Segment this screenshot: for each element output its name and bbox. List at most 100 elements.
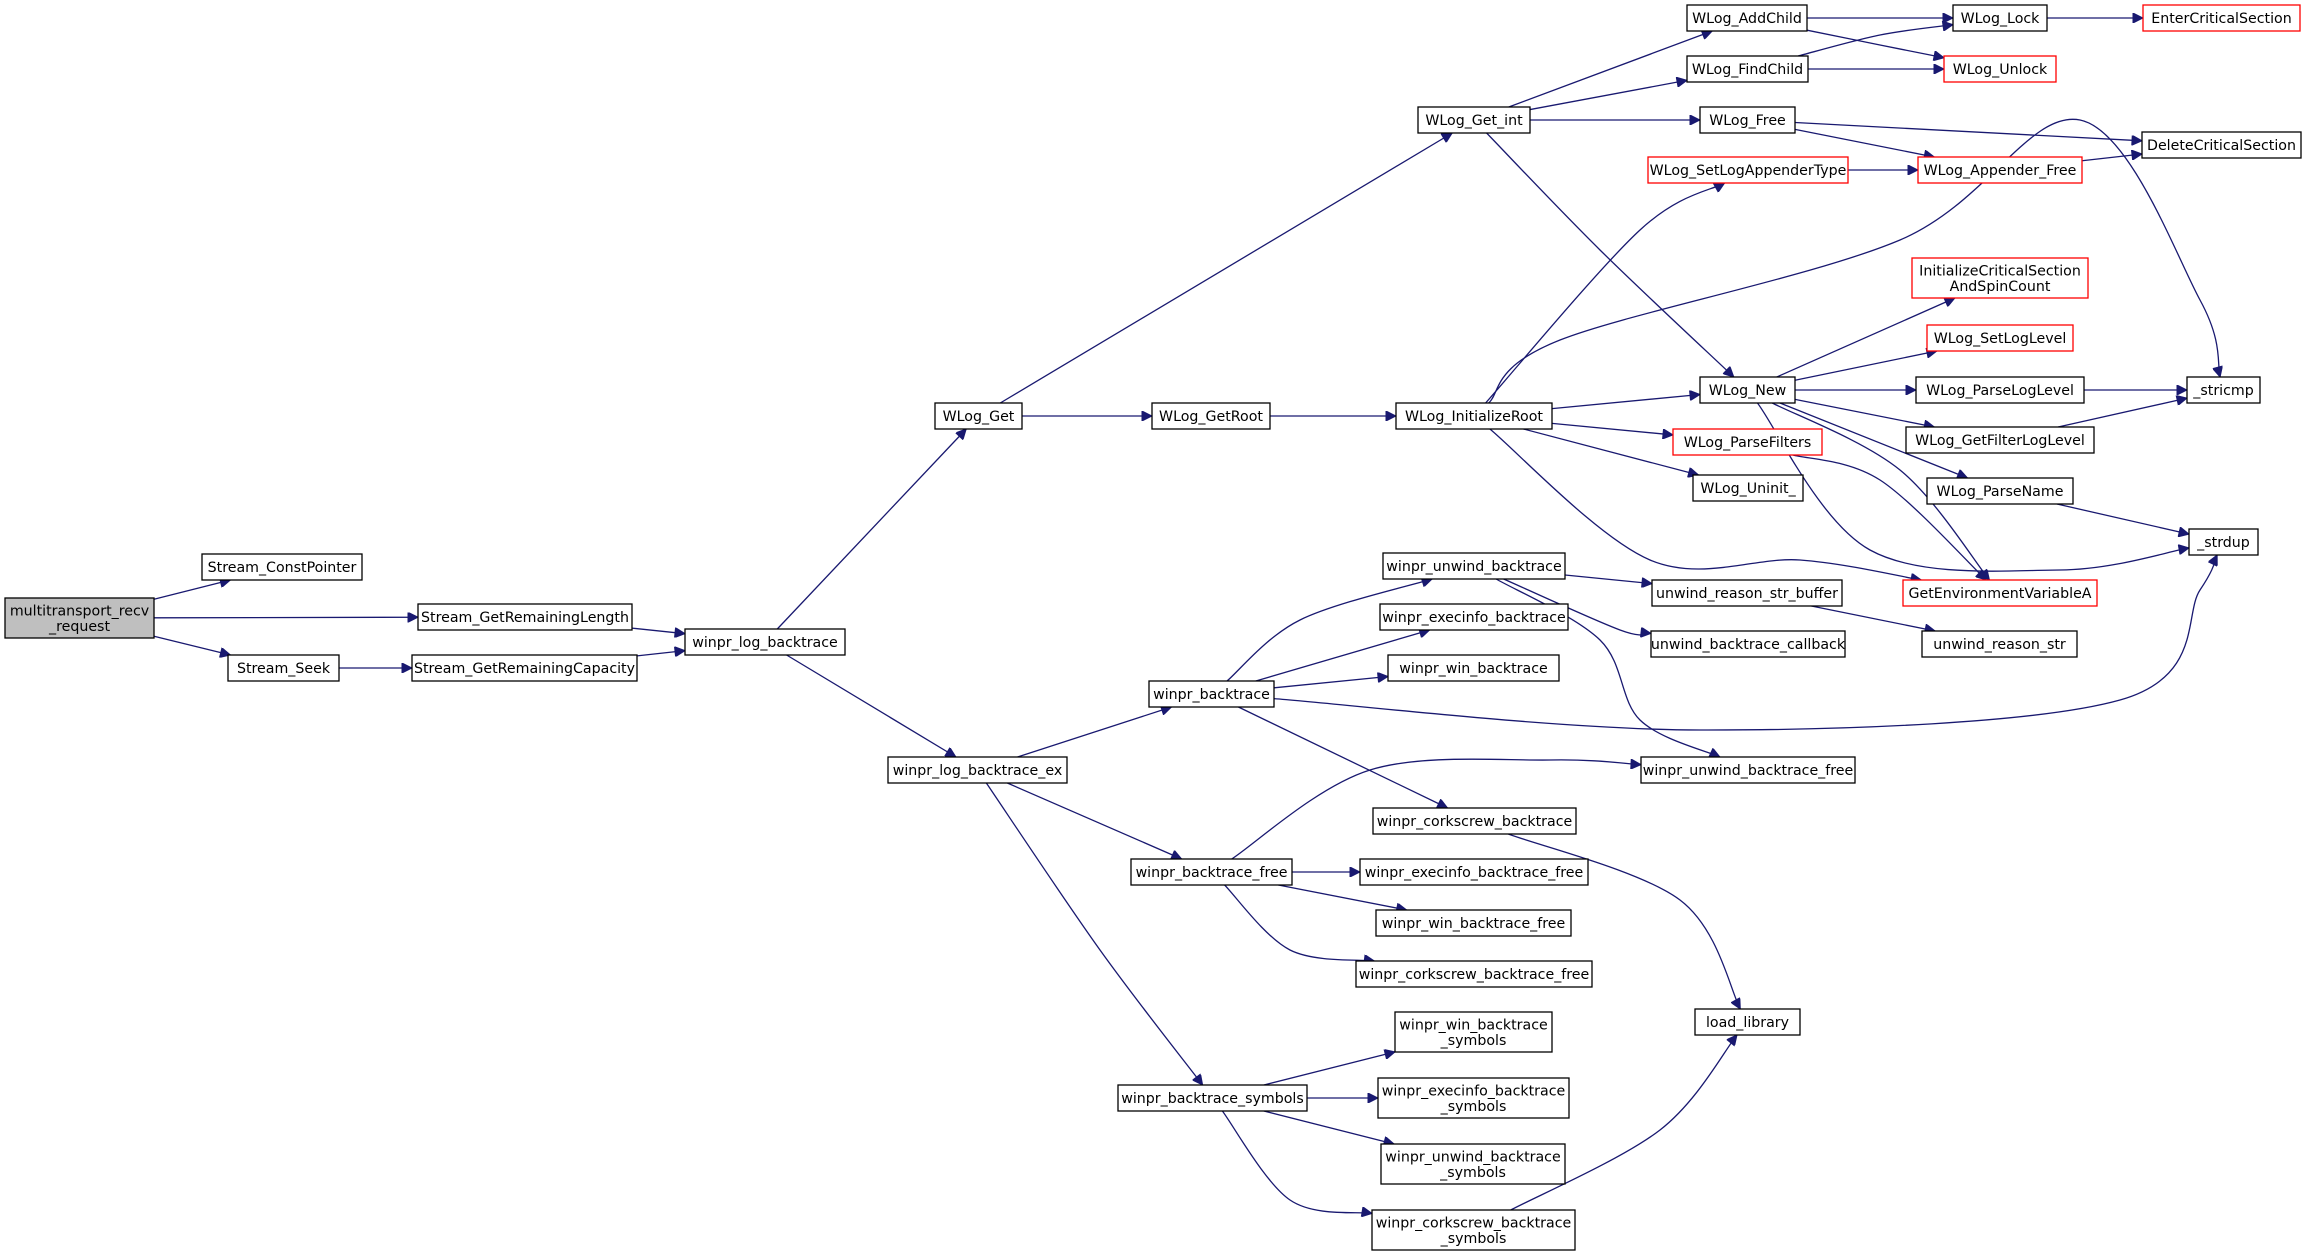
node-box[interactable] [1686, 4, 1808, 32]
node-stream_seek[interactable]: Stream_Seek [227, 654, 340, 682]
node-wlog_initializeroot[interactable]: WLog_InitializeRoot [1395, 402, 1553, 430]
node-stricmp[interactable]: _stricmp [2186, 376, 2261, 404]
node-box[interactable] [1375, 909, 1572, 937]
node-wlog_setlogappendertype[interactable]: WLog_SetLogAppenderType [1647, 156, 1849, 184]
node-box[interactable] [1905, 426, 2095, 454]
node-box[interactable] [1943, 55, 2057, 83]
node-box[interactable] [1151, 402, 1271, 430]
node-wlog_get_int[interactable]: WLog_Get_int [1417, 106, 1531, 134]
node-box[interactable] [1387, 654, 1560, 682]
node-winpr_execinfo_backtrace_symbols[interactable]: winpr_execinfo_backtrace_symbols [1377, 1077, 1570, 1119]
node-winpr_corkscrew_backtrace[interactable]: winpr_corkscrew_backtrace [1372, 807, 1577, 835]
node-winpr_corkscrew_backtrace_symbols[interactable]: winpr_corkscrew_backtrace_symbols [1371, 1209, 1576, 1251]
node-box[interactable] [1952, 4, 2048, 32]
node-box[interactable] [1359, 858, 1589, 886]
node-box[interactable] [1699, 376, 1796, 404]
node-box[interactable] [1699, 106, 1796, 134]
node-box[interactable] [2141, 131, 2302, 159]
node-winpr_corkscrew_backtrace_free[interactable]: winpr_corkscrew_backtrace_free [1355, 960, 1593, 988]
node-box[interactable] [1917, 156, 2083, 184]
node-box[interactable] [1647, 156, 1849, 184]
node-winpr_execinfo_backtrace_free[interactable]: winpr_execinfo_backtrace_free [1359, 858, 1589, 886]
node-box[interactable] [887, 756, 1068, 784]
node-getenvironmentvariablea[interactable]: GetEnvironmentVariableA [1902, 579, 2098, 607]
node-box[interactable] [1926, 477, 2074, 505]
node-wlog_parsefilters[interactable]: WLog_ParseFilters [1672, 428, 1823, 456]
node-box[interactable] [1395, 402, 1553, 430]
node-wlog_findchild[interactable]: WLog_FindChild [1686, 55, 1809, 83]
node-box[interactable] [1650, 630, 1846, 658]
node-wlog_addchild[interactable]: WLog_AddChild [1686, 4, 1808, 32]
node-box[interactable] [1371, 1209, 1576, 1251]
node-box[interactable] [2188, 528, 2259, 556]
node-box[interactable] [1640, 756, 1856, 784]
node-box[interactable] [1130, 858, 1293, 886]
node-box[interactable] [227, 654, 340, 682]
node-box[interactable] [1651, 579, 1843, 607]
node-box[interactable] [1926, 324, 2074, 352]
node-box[interactable] [201, 553, 363, 581]
node-wlog_getfilterloglevel[interactable]: WLog_GetFilterLogLevel [1905, 426, 2095, 454]
node-wlog_lock[interactable]: WLog_Lock [1952, 4, 2048, 32]
node-deletecriticalsection[interactable]: DeleteCriticalSection [2141, 131, 2302, 159]
node-strdup[interactable]: _strdup [2188, 528, 2259, 556]
node-winpr_unwind_backtrace_symbols[interactable]: winpr_unwind_backtrace_symbols [1380, 1143, 1566, 1185]
node-box[interactable] [1911, 257, 2089, 299]
node-load_library[interactable]: load_library [1694, 1008, 1801, 1036]
node-wlog_getroot[interactable]: WLog_GetRoot [1151, 402, 1271, 430]
node-box[interactable] [1117, 1084, 1308, 1112]
node-box[interactable] [1148, 680, 1275, 708]
node-box[interactable] [1380, 1143, 1566, 1185]
node-winpr_win_backtrace[interactable]: winpr_win_backtrace [1387, 654, 1560, 682]
node-box[interactable] [1686, 55, 1809, 83]
node-box[interactable] [684, 628, 846, 656]
node-wlog_appender_free[interactable]: WLog_Appender_Free [1917, 156, 2083, 184]
node-box[interactable] [1694, 1008, 1801, 1036]
node-stream_constpointer[interactable]: Stream_ConstPointer [201, 553, 363, 581]
node-box[interactable] [4, 597, 155, 639]
node-box[interactable] [1379, 603, 1569, 631]
node-winpr_win_backtrace_symbols[interactable]: winpr_win_backtrace_symbols [1394, 1011, 1553, 1053]
node-wlog_parsename[interactable]: WLog_ParseName [1926, 477, 2074, 505]
node-box[interactable] [934, 402, 1023, 430]
node-winpr_backtrace_symbols[interactable]: winpr_backtrace_symbols [1117, 1084, 1308, 1112]
node-root[interactable]: multitransport_recv_request [4, 597, 155, 639]
node-box[interactable] [1692, 474, 1804, 502]
node-box[interactable] [1372, 807, 1577, 835]
node-wlog_uninit[interactable]: WLog_Uninit_ [1692, 474, 1804, 502]
node-box[interactable] [1382, 552, 1566, 580]
node-winpr_win_backtrace_free[interactable]: winpr_win_backtrace_free [1375, 909, 1572, 937]
node-wlog_new[interactable]: WLog_New [1699, 376, 1796, 404]
node-wlog_free[interactable]: WLog_Free [1699, 106, 1796, 134]
node-winpr_log_backtrace[interactable]: winpr_log_backtrace [684, 628, 846, 656]
node-unwind_backtrace_callback[interactable]: unwind_backtrace_callback [1650, 630, 1846, 658]
node-winpr_backtrace[interactable]: winpr_backtrace [1148, 680, 1275, 708]
node-box[interactable] [1915, 376, 2085, 404]
node-box[interactable] [1394, 1011, 1553, 1053]
node-box[interactable] [1355, 960, 1593, 988]
node-entercriticalsection[interactable]: EnterCriticalSection [2142, 4, 2301, 32]
node-box[interactable] [1417, 106, 1531, 134]
node-winpr_unwind_backtrace_free[interactable]: winpr_unwind_backtrace_free [1640, 756, 1856, 784]
node-box[interactable] [1377, 1077, 1570, 1119]
node-winpr_unwind_backtrace[interactable]: winpr_unwind_backtrace [1382, 552, 1566, 580]
node-wlog_setloglevel[interactable]: WLog_SetLogLevel [1926, 324, 2074, 352]
node-unwind_reason_str[interactable]: unwind_reason_str [1921, 630, 2078, 658]
node-box[interactable] [411, 654, 638, 682]
node-box[interactable] [2142, 4, 2301, 32]
node-unwind_reason_str_buffer[interactable]: unwind_reason_str_buffer [1651, 579, 1843, 607]
node-box[interactable] [1902, 579, 2098, 607]
node-winpr_log_backtrace_ex[interactable]: winpr_log_backtrace_ex [887, 756, 1068, 784]
node-wlog_parseloglevel[interactable]: WLog_ParseLogLevel [1915, 376, 2085, 404]
node-box[interactable] [1672, 428, 1823, 456]
node-box[interactable] [417, 603, 633, 631]
node-stream_getremaininglength[interactable]: Stream_GetRemainingLength [417, 603, 633, 631]
node-stream_getremainingcapacity[interactable]: Stream_GetRemainingCapacity [411, 654, 638, 682]
node-winpr_execinfo_backtrace[interactable]: winpr_execinfo_backtrace [1379, 603, 1569, 631]
node-box[interactable] [2186, 376, 2261, 404]
node-wlog_unlock[interactable]: WLog_Unlock [1943, 55, 2057, 83]
node-wlog_get[interactable]: WLog_Get [934, 402, 1023, 430]
node-winpr_backtrace_free[interactable]: winpr_backtrace_free [1130, 858, 1293, 886]
node-box[interactable] [1921, 630, 2078, 658]
